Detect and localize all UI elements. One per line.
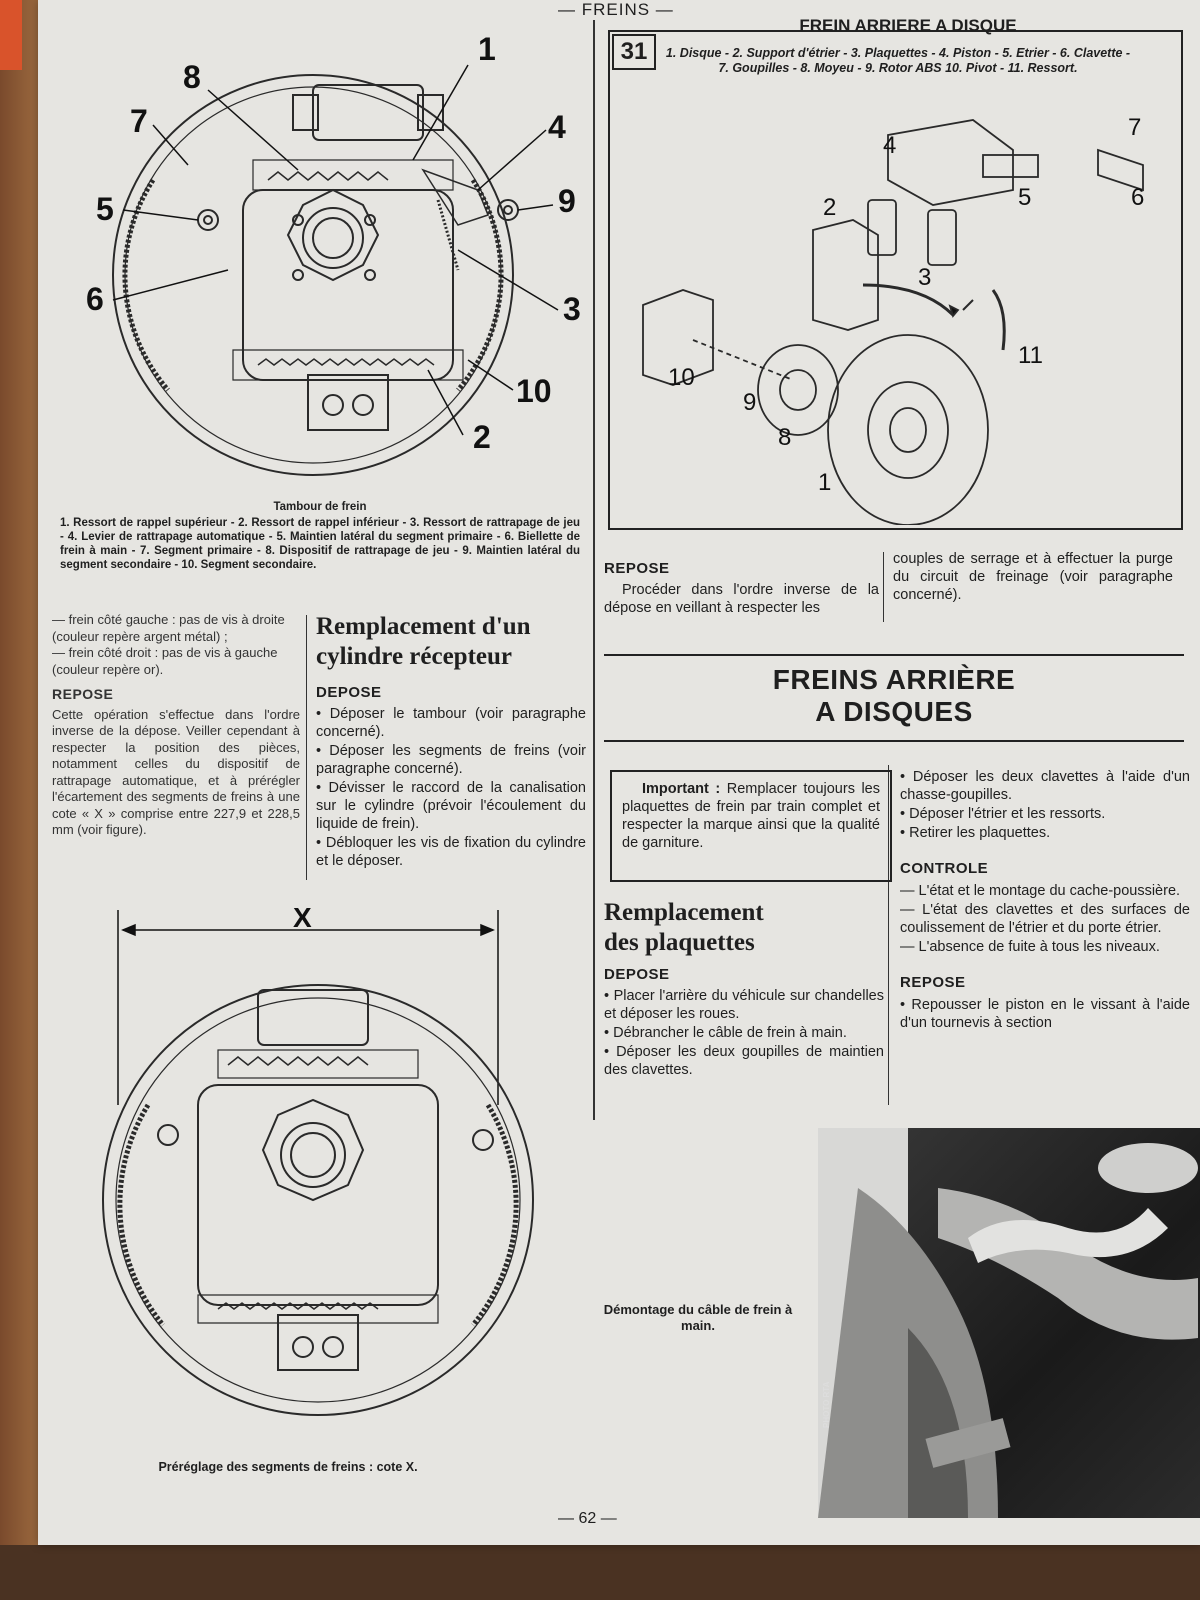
disc-callout-9: 9: [743, 389, 756, 416]
left-repose-heading: REPOSE: [52, 686, 114, 702]
main-column-divider: [593, 20, 595, 1120]
frein-gauche-text: — frein côté gauche : pas de vis à droit…: [52, 612, 285, 644]
figure-31-title: FREIN ARRIERE A DISQUE: [799, 16, 1017, 35]
plaquettes-depose-item: • Déposer les deux goupilles de maintien…: [604, 1044, 884, 1078]
frein-droit-text: — frein côté droit : pas de vis à gauche…: [52, 645, 278, 677]
plaquettes-depose-item: • Placer l'arrière du véhicule sur chand…: [604, 988, 884, 1022]
orange-book-edge: [0, 0, 22, 70]
right-repose-text-b: couples de serrage et à effectuer la pur…: [893, 551, 1173, 603]
disc-callout-11: 11: [1018, 342, 1043, 369]
plaquettes-depose-item: • Débrancher le câble de frein à main.: [604, 1025, 847, 1041]
left-subcolumn-divider: [306, 615, 307, 880]
plaquettes-depose-heading: DEPOSE: [604, 966, 670, 983]
plaquettes-title-line2: des plaquettes: [604, 929, 755, 956]
table-surface: [0, 0, 40, 1600]
drum-callout-7: 7: [130, 103, 148, 139]
preglage-caption: Préréglage des segments de freins : cote…: [158, 1460, 418, 1474]
figure-31-number: 31: [612, 34, 656, 70]
right-subcolumn-divider-top: [883, 552, 884, 622]
cote-x-label: X: [293, 905, 312, 933]
table-bottom: [0, 1545, 1200, 1600]
cylindre-title-line2: cylindre récepteur: [316, 643, 512, 670]
plaquettes-depose-item-2: • Déposer les deux clavettes à l'aide d'…: [900, 769, 1190, 803]
cylindre-depose-heading: DEPOSE: [316, 684, 382, 701]
disc-callout-1: 1: [818, 469, 831, 496]
section-rule-top: [604, 654, 1184, 656]
right-repose-heading: REPOSE: [604, 560, 670, 577]
repose2-heading: REPOSE: [900, 974, 966, 991]
controle-item: — L'état et le montage du cache-poussièr…: [900, 883, 1181, 899]
controle-item: — L'état des clavettes et des surfaces d…: [900, 902, 1190, 936]
plaquettes-depose-item-2: • Déposer l'étrier et les ressorts.: [900, 806, 1106, 822]
figure-31-legend: 1. Disque - 2. Support d'étrier - 3. Pla…: [665, 46, 1131, 75]
drum-caption: 1. Ressort de rappel supérieur - 2. Ress…: [60, 517, 580, 571]
drum-callout-2: 2: [473, 419, 491, 455]
disc-callout-5: 5: [1018, 184, 1031, 211]
cote-x-diagram: X: [102, 905, 534, 1416]
right-subcolumn-divider: [888, 765, 889, 1105]
section-rule-bottom: [604, 740, 1184, 742]
drum-brake-diagram: 1 2 3 4 5 6 7 8 9 10: [86, 31, 581, 476]
disc-callout-6: 6: [1131, 184, 1144, 211]
right-repose-block: REPOSE Procéder dans l'ordre inverse de …: [604, 552, 879, 617]
disc-brake-diagram: 1 2 3 4 5 6 7 8 9 10 11: [642, 114, 1144, 525]
repose2-text: • Repousser le piston en le vissant à l'…: [900, 997, 1190, 1031]
cylindre-depose-item: • Déposer les segments de freins (voir p…: [316, 743, 586, 777]
cylindre-depose-item: • Dévisser le raccord de la canalisation…: [316, 780, 586, 832]
left-repose-text: Cette opération s'effectue dans l'ordre …: [52, 706, 300, 838]
drum-callout-6: 6: [86, 281, 104, 317]
page-number: — 62 —: [558, 1510, 617, 1527]
manual-page: — FREINS —: [38, 0, 1200, 1545]
drum-callout-4: 4: [548, 109, 566, 145]
cylindre-depose-item: • Débloquer les vis de fixation du cylin…: [316, 835, 586, 869]
section-title-line1: FREINS ARRIÈRE: [772, 664, 1016, 695]
drum-callout-10: 10: [516, 373, 552, 409]
disc-callout-7: 7: [1128, 114, 1141, 141]
cylindre-section: Remplacement d'un cylindre récepteur DEP…: [316, 612, 586, 871]
section-title-line2: A DISQUES: [815, 696, 973, 727]
drum-callout-9: 9: [558, 183, 576, 219]
figure-31-box: [608, 30, 1183, 530]
right-repose-text-a: Procéder dans l'ordre inverse de la dépo…: [604, 582, 879, 616]
drum-callout-5: 5: [96, 191, 114, 227]
disc-callout-3: 3: [918, 264, 931, 291]
drum-callout-3: 3: [563, 291, 581, 327]
photo-caption: Démontage du câble de frein à main.: [603, 1302, 793, 1333]
left-subcolumn: — frein côté gauche : pas de vis à droit…: [52, 612, 300, 839]
photo-credit: PHOTO RTA: [822, 1381, 831, 1428]
running-header: — FREINS —: [558, 0, 674, 19]
plaquettes-section: Remplacement des plaquettes DEPOSE • Pla…: [604, 898, 884, 1080]
controle-heading: CONTROLE: [900, 860, 989, 877]
disc-callout-10: 10: [668, 364, 695, 391]
disc-callout-2: 2: [823, 194, 836, 221]
brake-cable-photo: PHOTO RTA: [818, 1128, 1200, 1518]
drum-callout-1: 1: [478, 31, 496, 67]
cylindre-title-line1: Remplacement d'un: [316, 613, 531, 640]
disc-callout-8: 8: [778, 424, 791, 451]
plaquettes-title-line1: Remplacement: [604, 899, 764, 926]
important-box: Important : Remplacer toujours les plaqu…: [610, 770, 892, 882]
drum-callout-8: 8: [183, 59, 201, 95]
controle-item: — L'absence de fuite à tous les niveaux.: [900, 939, 1160, 955]
right-subcolumn: • Déposer les deux clavettes à l'aide d'…: [900, 768, 1190, 1033]
important-label: Important :: [642, 781, 721, 797]
drum-caption-title: Tambour de frein: [273, 501, 367, 513]
cylindre-depose-item: • Déposer le tambour (voir paragraphe co…: [316, 706, 586, 740]
important-text: Remplacer toujours les plaquettes de fre…: [622, 781, 880, 851]
disc-callout-4: 4: [883, 132, 896, 159]
plaquettes-depose-item-2: • Retirer les plaquettes.: [900, 825, 1051, 841]
